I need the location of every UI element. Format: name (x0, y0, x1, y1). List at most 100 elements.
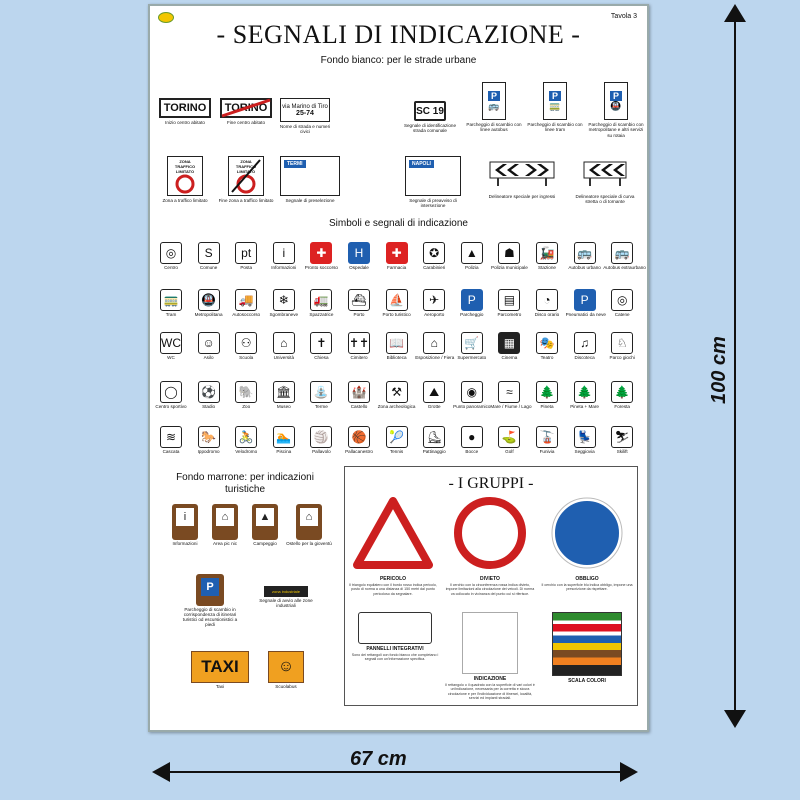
gruppi-title: - I GRUPPI - (448, 475, 534, 492)
symbol-caption: Terme (315, 404, 328, 409)
tourist-scuolabus: ☺ Scuolabus (262, 651, 310, 689)
group-divieto: DIVIETO Il cerchio con la circonferenza … (444, 497, 536, 596)
symbol-caption: Università (273, 355, 295, 360)
symbol-2-3: ⌂Università (265, 332, 303, 360)
symbol-caption: Museo (276, 404, 291, 409)
symbol-icon: 🚌 (611, 242, 634, 264)
symbol-icon: S (197, 242, 220, 264)
symbol-4-5: 🏀Pallacanestro (340, 426, 378, 454)
symbol-icon: 🛒 (460, 332, 483, 354)
height-label: 100 cm (708, 336, 730, 404)
symbol-caption: Farmacia (387, 265, 407, 270)
symbol-0-9: ☗Polizia municipale (490, 242, 528, 270)
parking-icon: P (201, 578, 219, 596)
symbol-icon: ⛲ (310, 381, 333, 403)
tram-icon: 🚃 (549, 100, 561, 111)
symbol-icon: 🏀 (348, 426, 370, 448)
tourist-section-title: Fondo marrone: per indicazioni turistich… (176, 472, 314, 495)
symbol-4-1: 🐎Ippodromo (190, 426, 228, 454)
group-pannelli: PANNELLI INTEGRATIVI Sono dei rettangoli… (349, 612, 441, 662)
symbol-icon: P (573, 289, 596, 311)
symbol-icon: ☺ (197, 332, 220, 354)
symbol-caption: Spazzatrice (309, 312, 334, 317)
color-scale (552, 612, 622, 676)
group-pericolo: PERICOLO Il triangolo equilatero con il … (347, 497, 439, 596)
symbol-caption: Velodromo (235, 449, 258, 454)
symbol-caption: Pineta + Mare (570, 404, 599, 409)
symbol-4-4: 🏐Pallavolo (302, 426, 340, 454)
urban-subtitle: Fondo bianco: per le strade urbane (320, 55, 477, 66)
group-desc: Il rettangolo o il quadrato con la super… (445, 683, 535, 700)
symbol-icon: WC (160, 332, 182, 354)
symbol-3-12: 🌲Foresta (603, 381, 641, 409)
symbol-caption: Punto panoramico (453, 404, 491, 409)
symbol-icon: 🐎 (197, 426, 220, 448)
symbol-icon: ✝ (310, 332, 333, 354)
symbol-icon: ⚽ (197, 381, 220, 403)
symbol-caption: Pneumatici da neve (565, 312, 606, 317)
children-icon: ☺ (277, 658, 295, 675)
sign-caption: Zona a traffico limitato (162, 198, 208, 203)
symbol-icon: ⛵ (385, 289, 408, 311)
symbol-icon: 🚡 (536, 426, 558, 448)
symbol-icon: ♫ (573, 332, 596, 354)
symbol-1-7: ✈Aeroporto (415, 289, 453, 317)
symbol-2-7: ⌂Esposizione / Fiera (415, 332, 454, 360)
sign-caption: Nome di strada e numeri civici (279, 124, 331, 135)
ztl-end-text: ZONA TRAFFICO LIMITATO (235, 158, 257, 174)
width-dimension-line (160, 771, 630, 773)
sign-caption: Inizio centro abitato (165, 120, 205, 125)
symbol-caption: Polizia municipale (491, 265, 528, 270)
symbol-icon: ✪ (423, 242, 446, 264)
sign-inizio-centro: TORINO Inizio centro abitato (155, 98, 215, 125)
symbol-caption: Ippodromo (197, 449, 220, 454)
symbol-0-8: ▲Polizia (453, 242, 491, 270)
symbol-caption: Funivia (539, 449, 555, 454)
symbol-3-7: ⛰Grotte (415, 381, 453, 409)
symbol-4-10: 🚡Funivia (528, 426, 566, 454)
symbol-icon: P (460, 289, 483, 311)
symbol-3-6: ⚒Zona archeologica (378, 381, 416, 409)
sign-caption: Ostello per la gioventù (286, 541, 332, 546)
symbol-caption: Cimitero (350, 355, 368, 360)
symbol-caption: Supermercato (457, 355, 487, 360)
intersection-label: NAPOLI (409, 160, 434, 168)
sign-delineatore-ingressi: Delineatore speciale per ingressi (482, 161, 562, 199)
symbol-4-11: 💺Seggiovia (566, 426, 604, 454)
arrow-down-icon (724, 710, 746, 728)
symbol-icon: 🌲 (573, 381, 596, 403)
industrial-sign: zona industriale (264, 586, 308, 597)
symbol-caption: Golf (505, 449, 514, 454)
symbol-icon: 🚇 (197, 289, 220, 311)
sign-strada-comunale: SC 19 Segnale di identificazione strada … (400, 101, 460, 134)
sign-fine-centro: TORINO Fine centro abitato (216, 98, 276, 125)
symbol-2-9: ▦Cinema (490, 332, 528, 360)
tourist-picnic: ⌂ Area pic nic (206, 504, 244, 546)
taxi-label: TAXI (201, 657, 239, 676)
sign-caption: Delineatore speciale per ingressi (488, 194, 556, 199)
group-name: INDICAZIONE (473, 676, 507, 682)
parking-letter: P (609, 90, 622, 101)
group-name: OBBLIGO (575, 576, 599, 582)
sign-caption: Parcheggio di scambio con linee autobus (466, 122, 522, 133)
symbol-icon: 📖 (385, 332, 408, 354)
symbol-icon: ⌂ (272, 332, 295, 354)
symbol-caption: Tram (165, 312, 177, 317)
group-name: DIVIETO (480, 576, 500, 582)
symbol-3-2: 🐘Zoo (227, 381, 265, 409)
sign-caption: Segnale di avvio alle zone industriali (259, 598, 313, 608)
symbol-icon: ⛳ (498, 426, 521, 448)
tourist-ostello: ⌂ Ostello per la gioventù (286, 504, 332, 546)
arrow-right-icon (620, 762, 638, 782)
poster: Tavola 3 - SEGNALI DI INDICAZIONE - Fond… (148, 4, 649, 732)
tent-icon: ▲ (256, 508, 274, 526)
tourist-zona-industriale: zona industriale Segnale di avvio alle z… (254, 586, 318, 608)
symbol-icon: ⛴ (348, 289, 370, 311)
symbol-4-0: ≋Cascata (152, 426, 190, 454)
ztl-sign: ZONA TRAFFICO LIMITATO (167, 156, 203, 196)
brown-sign: P (196, 574, 224, 606)
no-vehicles-icon (175, 174, 195, 193)
